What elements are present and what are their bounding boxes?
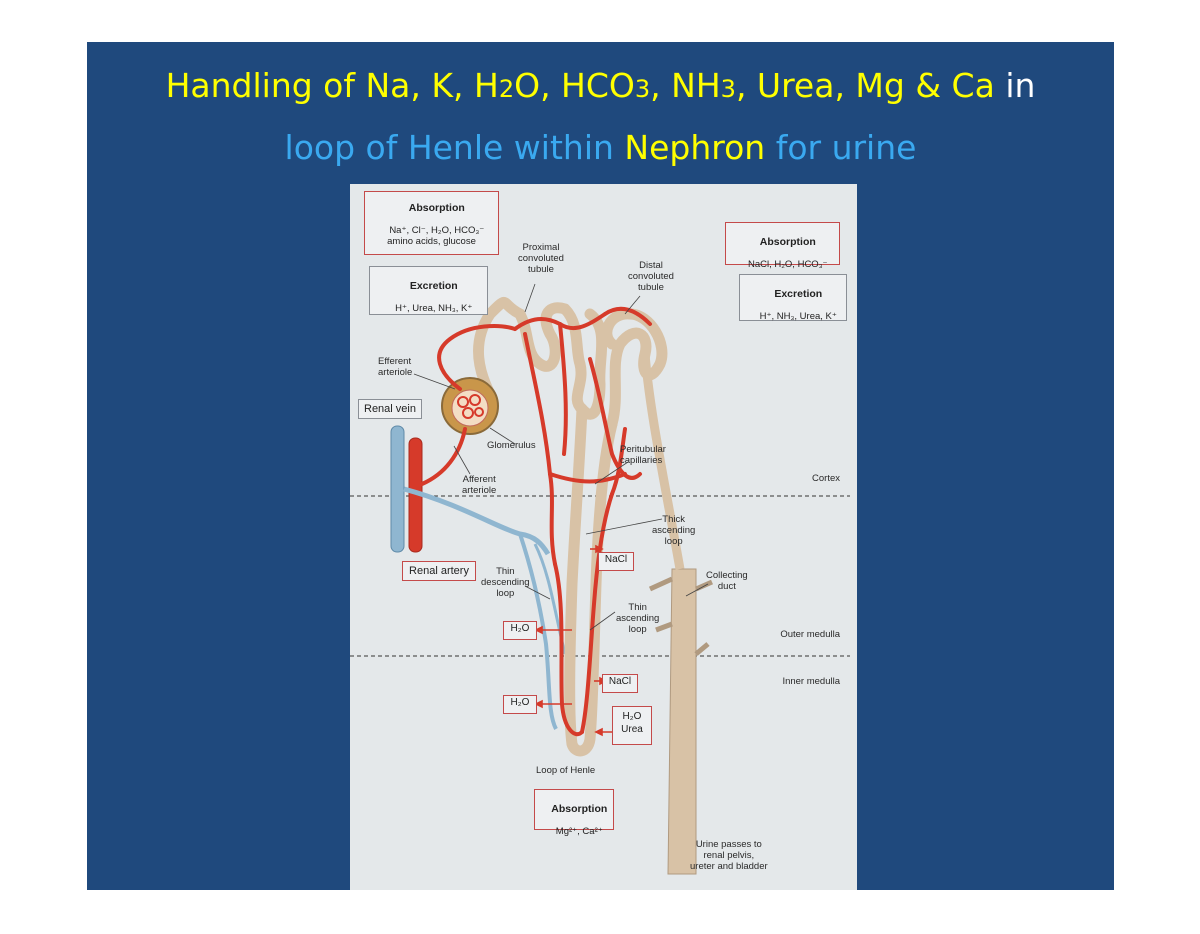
title-line1-segment-2: O, HCO bbox=[514, 66, 635, 105]
excretion-list: H⁺, Urea, NH₃, K⁺ bbox=[395, 303, 473, 314]
loop-of-henle-path bbox=[564, 403, 618, 757]
glomerulus-label: Glomerulus bbox=[487, 440, 536, 451]
renal-vein-label: Renal vein bbox=[358, 399, 422, 419]
vein-branch bbox=[403, 486, 551, 556]
title-line1-segment-5: 3 bbox=[720, 75, 736, 103]
absorption-list-distal: NaCl, H₂O, HCO₃⁻ bbox=[747, 259, 828, 270]
absorption-heading-loop: Absorption bbox=[551, 803, 608, 815]
h2o-tag-lower: H₂O bbox=[503, 695, 537, 714]
excretion-box-distal: Excretion H⁺, NH₃, Urea, K⁺ bbox=[739, 274, 847, 322]
nephron-illustration bbox=[350, 283, 850, 875]
renal-vein-vessel bbox=[390, 425, 405, 553]
title-line2-segment-1: Nephron bbox=[624, 128, 766, 167]
inner-medulla-zone-label: Inner medulla bbox=[782, 676, 840, 687]
renal-artery-label: Renal artery bbox=[402, 561, 476, 581]
absorption-box-distal: Absorption NaCl, H₂O, HCO₃⁻ bbox=[725, 222, 840, 270]
title-line1-segment-3: 3 bbox=[634, 75, 651, 103]
excretion-heading-distal: Excretion bbox=[774, 288, 823, 300]
urine-destination-label: Urine passes to renal pelvis, ureter and… bbox=[690, 839, 768, 872]
thick-ascending-loop-label: Thick ascending loop bbox=[652, 514, 696, 547]
peritubular-capillaries-network bbox=[420, 306, 652, 737]
peritubular-capillaries-label: Peritubular capillaries bbox=[620, 444, 666, 466]
vasa-recta-vein bbox=[518, 533, 558, 730]
absorption-list: Na⁺, Cl⁻, H₂O, HCO₃⁻ amino acids, glucos… bbox=[387, 225, 485, 247]
excretion-list-distal: H⁺, NH₃, Urea, K⁺ bbox=[759, 311, 837, 322]
title-line2-segment-2: for urine bbox=[765, 128, 917, 167]
thin-descending-loop-label: Thin descending loop bbox=[481, 566, 530, 599]
absorption-box-loop: Absorption Mg²⁺, Ca²⁺ bbox=[534, 789, 614, 837]
connecting-tubule-path bbox=[640, 353, 685, 570]
title-line-2: loop of Henle within Nephron for urine bbox=[87, 126, 1114, 170]
nacl-tag-upper: NaCl bbox=[598, 552, 634, 571]
collecting-duct-branches bbox=[648, 576, 714, 656]
title-line1-segment-6: , Urea, Mg & Ca bbox=[735, 66, 995, 105]
excretion-box-proximal: Excretion H⁺, Urea, NH₃, K⁺ bbox=[369, 266, 488, 315]
h2o-urea-tag: H₂O Urea bbox=[612, 706, 652, 745]
absorption-heading: Absorption bbox=[408, 202, 465, 214]
h2o-tag-upper: H₂O bbox=[503, 621, 537, 640]
outer-medulla-zone-label: Outer medulla bbox=[780, 629, 840, 640]
collecting-duct-shape bbox=[667, 568, 697, 875]
label-leader-lines bbox=[413, 283, 709, 631]
cortex-zone-label: Cortex bbox=[812, 473, 840, 484]
absorption-heading-distal: Absorption bbox=[759, 236, 816, 248]
proximal-tubule-label: Proximal convoluted tubule bbox=[518, 242, 564, 275]
efferent-arteriole-label: Efferent arteriole bbox=[378, 356, 413, 378]
absorption-list-loop: Mg²⁺, Ca²⁺ bbox=[555, 826, 603, 837]
title-line1-segment-1: 2 bbox=[498, 75, 515, 103]
absorption-box-proximal: Absorption Na⁺, Cl⁻, H₂O, HCO₃⁻ amino ac… bbox=[364, 191, 499, 255]
title-line1-segment-0: Handling of Na, K, H bbox=[165, 66, 499, 105]
nephron-diagram-photo: Absorption Na⁺, Cl⁻, H₂O, HCO₃⁻ amino ac… bbox=[350, 184, 857, 890]
afferent-arteriole-label: Afferent arteriole bbox=[462, 474, 497, 496]
title-line-1: Handling of Na, K, H2O, HCO3, NH3, Urea,… bbox=[87, 64, 1114, 111]
title-line2-segment-0: loop of Henle within bbox=[284, 128, 625, 167]
distal-tubule-label: Distal convoluted tubule bbox=[628, 260, 674, 293]
title-line1-segment-4: , NH bbox=[650, 66, 721, 105]
title-line1-segment-7: in bbox=[994, 66, 1036, 105]
glomerulus-capillaries bbox=[457, 394, 484, 419]
nacl-tag-lower: NaCl bbox=[602, 674, 638, 693]
collecting-duct-label: Collecting duct bbox=[706, 570, 748, 592]
proximal-tubule-path bbox=[472, 296, 608, 420]
excretion-heading: Excretion bbox=[409, 280, 458, 292]
thin-ascending-loop-label: Thin ascending loop bbox=[616, 602, 660, 635]
loop-of-henle-label: Loop of Henle bbox=[536, 765, 596, 776]
